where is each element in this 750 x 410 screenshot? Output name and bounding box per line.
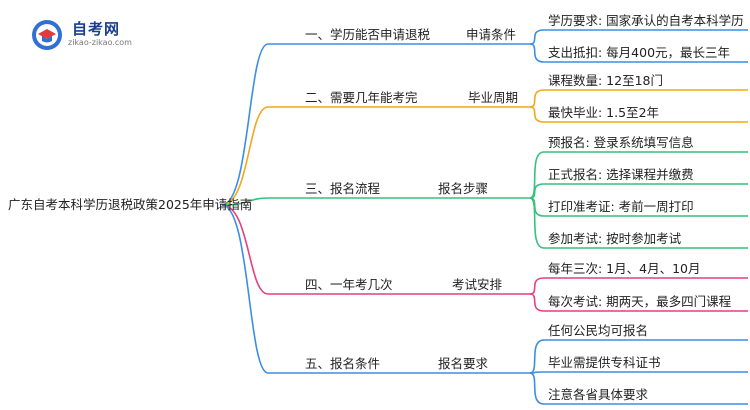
leaf-label: 学历要求: 国家承认的自考本科学历	[548, 13, 744, 28]
leaf-connector	[529, 89, 545, 108]
leaf-connector	[529, 277, 545, 295]
branch-connector	[221, 43, 269, 206]
branch-label: 二、需要几年能考完	[305, 90, 418, 105]
leaf-label: 任何公民均可报名	[548, 323, 649, 338]
leaf-connector	[529, 293, 545, 312]
sub-label: 报名要求	[438, 356, 489, 371]
logo-url: zikao-zikao.com	[68, 38, 132, 47]
leaf-label: 注意各省具体要求	[548, 387, 649, 402]
logo-title: 自考网	[72, 20, 121, 38]
branch-label: 三、报名流程	[305, 181, 381, 196]
leaf-connector	[529, 29, 545, 45]
leaf-label: 参加考试: 按时参加考试	[548, 231, 682, 246]
leaf-connector	[529, 106, 545, 123]
leaf-connector	[529, 339, 545, 374]
leaf-label: 预报名: 登录系统填写信息	[548, 135, 694, 150]
leaf-connector	[529, 372, 545, 405]
branch-connector	[221, 204, 269, 295]
sub-label: 考试安排	[452, 277, 503, 292]
branch-label: 四、一年考几次	[305, 277, 393, 292]
leaf-label: 每年三次: 1月、4月、10月	[548, 261, 701, 276]
branch-label: 一、学历能否申请退税	[305, 27, 431, 42]
leaf-connector	[529, 197, 545, 217]
leaf-connector	[529, 197, 545, 249]
leaf-label: 每次考试: 期两天，最多四门课程	[548, 294, 732, 309]
branch-connector	[221, 106, 269, 206]
leaf-label: 课程数量: 12至18门	[548, 73, 663, 88]
graduation-cap-logo-icon	[32, 20, 62, 50]
leaf-label: 最快毕业: 1.5至2年	[548, 105, 660, 120]
logo: 自考网 zikao-zikao.com	[30, 18, 150, 52]
sub-label: 报名步骤	[438, 181, 489, 196]
leaf-connector	[529, 151, 545, 199]
leaf-label: 打印准考证: 考前一周打印	[548, 199, 694, 214]
root-topic: 广东自考本科学历退税政策2025年申请指南	[8, 197, 253, 212]
leaf-connector	[529, 43, 545, 63]
branch-label: 五、报名条件	[305, 356, 381, 371]
sub-label: 毕业周期	[468, 90, 519, 105]
branch-connector	[221, 204, 269, 374]
branch-connector	[221, 197, 269, 206]
leaf-label: 正式报名: 选择课程并缴费	[548, 167, 694, 182]
sub-label: 申请条件	[466, 27, 517, 42]
leaf-label: 毕业需提供专科证书	[548, 355, 661, 370]
leaf-label: 支出抵扣: 每月400元，最长三年	[548, 45, 731, 60]
